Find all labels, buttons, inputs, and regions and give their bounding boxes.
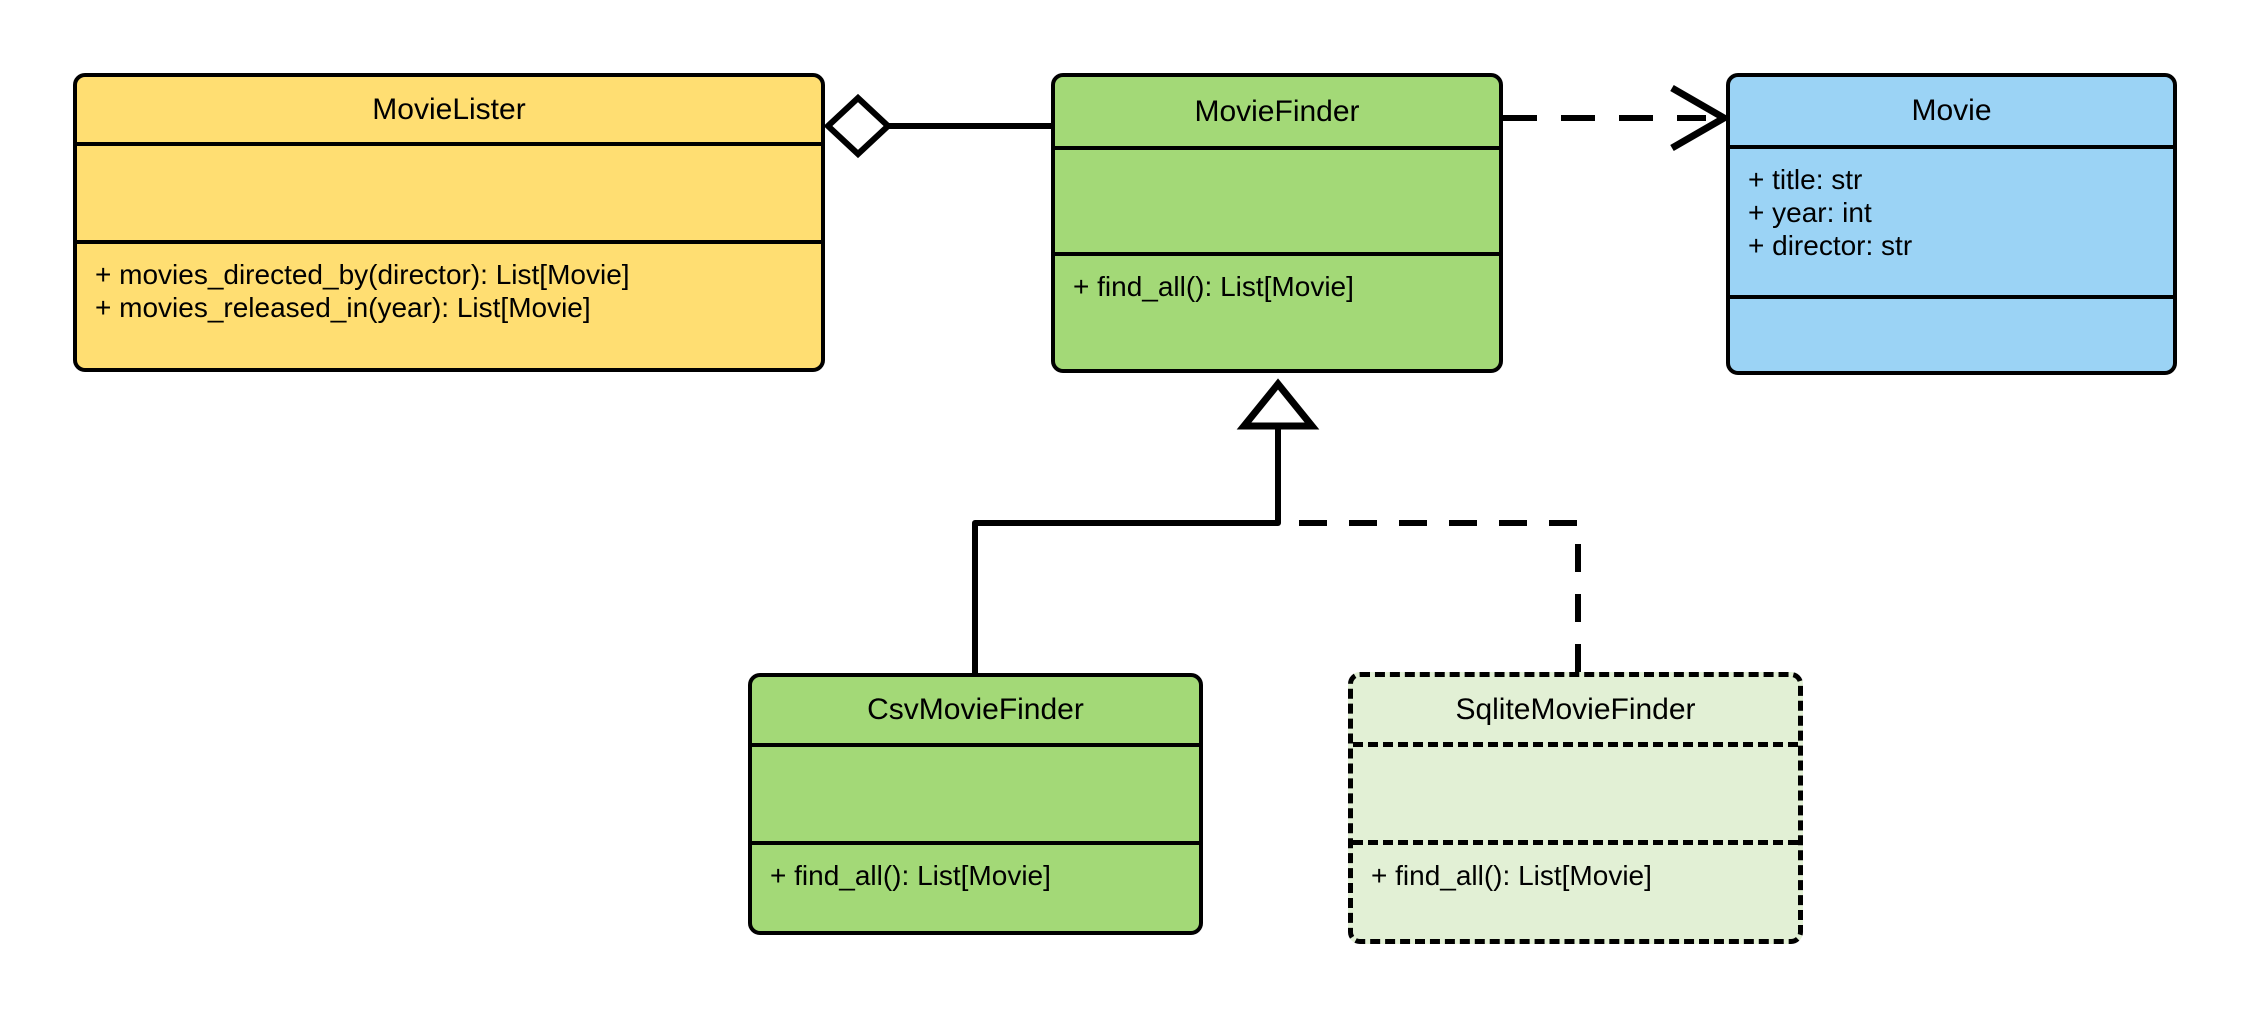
class-operations-sqlite-movie-finder: + find_all(): List[Movie] [1353,845,1798,939]
attribute-item: + director: str [1748,230,1913,262]
class-operations-movie-lister: + movies_directed_by(director): List[Mov… [77,244,821,368]
generalization-solid-line [972,424,1281,673]
operation-item: + find_all(): List[Movie] [770,860,1051,891]
class-attributes-sqlite-movie-finder [1353,747,1798,845]
generalization-connector-sqlite [1275,424,1581,672]
hollow-triangle-icon [1236,378,1320,430]
generalization-connector-csv [972,424,1281,673]
class-box-movie[interactable]: Movie + title: str + year: int + directo… [1726,73,2177,375]
class-box-csv-movie-finder[interactable]: CsvMovieFinder + find_all(): List[Movie] [748,673,1203,935]
class-operations-movie-finder: + find_all(): List[Movie] [1055,256,1499,369]
open-arrow-icon [1670,84,1732,152]
class-attributes-movie-finder [1055,150,1499,256]
attribute-item: + title: str [1748,164,1863,195]
class-attributes-movie-lister [77,146,821,244]
class-box-movie-finder[interactable]: MovieFinder + find_all(): List[Movie] [1051,73,1503,373]
class-name-sqlite-movie-finder: SqliteMovieFinder [1353,677,1798,747]
attribute-item: + year: int [1748,197,1872,229]
hollow-diamond-icon [823,93,893,159]
operation-item: + movies_directed_by(director): List[Mov… [95,259,630,290]
dependency-connector-finder-movie [1503,84,1732,152]
class-attributes-movie: + title: str + year: int + director: str [1730,149,2173,299]
class-name-movie: Movie [1730,77,2173,149]
class-name-movie-finder: MovieFinder [1055,77,1499,150]
operation-item: + find_all(): List[Movie] [1073,271,1354,302]
class-box-movie-lister[interactable]: MovieLister + movies_directed_by(directo… [73,73,825,372]
class-attributes-csv-movie-finder [752,747,1199,845]
class-operations-csv-movie-finder: + find_all(): List[Movie] [752,845,1199,931]
operation-item: + find_all(): List[Movie] [1371,860,1652,891]
class-operations-movie [1730,299,2173,371]
class-name-csv-movie-finder: CsvMovieFinder [752,677,1199,747]
operation-item: + movies_released_in(year): List[Movie] [95,292,591,324]
class-name-movie-lister: MovieLister [77,77,821,146]
aggregation-connector-lister-finder [823,93,1051,159]
class-box-sqlite-movie-finder[interactable]: SqliteMovieFinder + find_all(): List[Mov… [1348,672,1803,944]
generalization-dashed-line [1275,424,1581,672]
